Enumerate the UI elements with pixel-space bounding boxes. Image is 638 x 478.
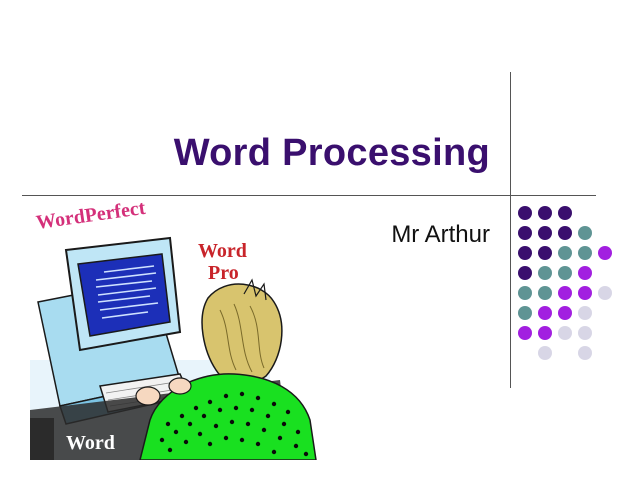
decorative-dot [538, 286, 552, 300]
decorative-dot [518, 326, 532, 340]
right-hand [168, 377, 192, 395]
decorative-dot [538, 206, 552, 220]
decorative-dot [538, 266, 552, 280]
monitor-screen [77, 253, 171, 337]
wordpro-label-line2: Pro [208, 262, 239, 284]
slide-title[interactable]: Word Processing [173, 132, 490, 174]
wordpro-label-line1: Word [198, 240, 247, 262]
decorative-dot [578, 226, 592, 240]
screen-text-lines [95, 265, 159, 319]
decorative-dot [518, 226, 532, 240]
decorative-dot [538, 326, 552, 340]
decorative-dot [598, 246, 612, 260]
word-label: Word [66, 432, 115, 454]
decorative-dot [578, 266, 592, 280]
decorative-dot [578, 306, 592, 320]
vertical-divider [510, 72, 511, 388]
person-shirt [139, 373, 317, 460]
hair-tuft [243, 278, 267, 301]
decorative-dot [558, 306, 572, 320]
decorative-dot [558, 226, 572, 240]
decorative-dot [558, 206, 572, 220]
decorative-dot-grid [518, 206, 622, 366]
hair-strands [219, 303, 265, 373]
decorative-dot [518, 306, 532, 320]
decorative-dot [518, 246, 532, 260]
decorative-dot [578, 326, 592, 340]
decorative-dot [538, 306, 552, 320]
decorative-dot [578, 246, 592, 260]
decorative-dot [538, 246, 552, 260]
decorative-dot [558, 266, 572, 280]
left-hand [135, 386, 161, 406]
decorative-dot [578, 286, 592, 300]
decorative-dot [518, 286, 532, 300]
decorative-dot [558, 286, 572, 300]
desk-corner [30, 418, 54, 460]
decorative-dot [538, 226, 552, 240]
word-processing-clipart[interactable]: WordPerfect Word Pro Word [30, 197, 320, 460]
decorative-dot [598, 286, 612, 300]
decorative-dot [558, 326, 572, 340]
computer-user-illustration [30, 236, 317, 460]
shirt-polka-dots [159, 391, 309, 457]
decorative-dot [578, 346, 592, 360]
slide-subtitle[interactable]: Mr Arthur [391, 221, 490, 248]
horizontal-divider [22, 195, 596, 196]
decorative-dot [558, 246, 572, 260]
decorative-dot [538, 346, 552, 360]
decorative-dot [518, 206, 532, 220]
decorative-dot [518, 266, 532, 280]
